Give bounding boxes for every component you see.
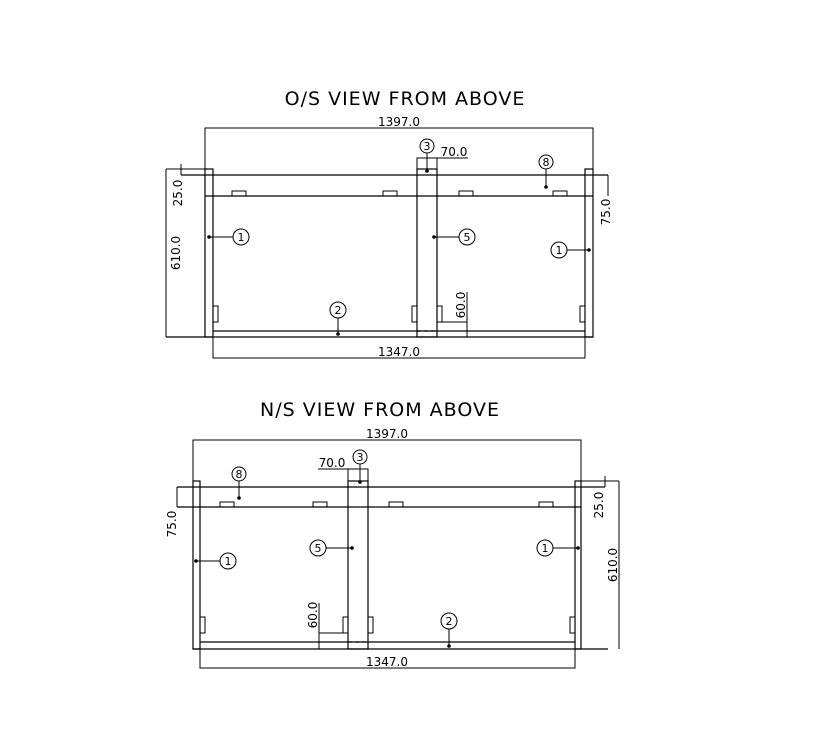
os-balloon-1-right: 1 xyxy=(550,241,591,259)
os-inner-dim-line xyxy=(212,337,586,359)
os-right-post xyxy=(584,168,594,338)
os-view-title: O/S VIEW FROM ABOVE xyxy=(285,88,526,110)
os-balloon-8: 8 xyxy=(538,154,554,189)
os-side-offset: 75.0 xyxy=(599,199,613,226)
os-left-post xyxy=(204,168,214,338)
svg-text:2: 2 xyxy=(335,304,342,317)
ns-side-offset: 75.0 xyxy=(165,511,179,538)
ns-view-title: N/S VIEW FROM ABOVE xyxy=(260,399,500,421)
svg-text:8: 8 xyxy=(236,468,243,481)
os-bottom-offset: 60.0 xyxy=(454,292,468,319)
os-balloon-5: 5 xyxy=(432,228,476,246)
ns-clip xyxy=(538,501,554,508)
ns-left-post xyxy=(192,480,201,650)
ns-balloon-5: 5 xyxy=(309,539,354,557)
ns-clip xyxy=(312,501,328,508)
os-tab xyxy=(579,305,586,323)
ns-clip xyxy=(219,501,235,508)
ns-middle-post xyxy=(347,480,369,650)
ns-tab xyxy=(199,616,206,634)
svg-text:1: 1 xyxy=(238,231,245,244)
os-clip xyxy=(458,190,474,197)
svg-text:1: 1 xyxy=(225,555,232,568)
os-depth: 610.0 xyxy=(169,236,183,270)
os-overall-length: 1397.0 xyxy=(378,115,420,129)
os-balloon-3: 3 xyxy=(419,138,435,173)
svg-text:3: 3 xyxy=(357,451,364,464)
os-balloon-1-left: 1 xyxy=(207,228,250,246)
os-top-offset: 25.0 xyxy=(171,180,185,207)
ns-right-post xyxy=(574,480,582,650)
svg-text:1: 1 xyxy=(542,542,549,555)
ns-clip xyxy=(388,501,404,508)
ns-overall-dim-line xyxy=(192,439,582,481)
ns-tab xyxy=(569,616,576,634)
os-view: O/S VIEW FROM ABOVE 1397.0 xyxy=(165,88,613,359)
ns-balloon-2: 2 xyxy=(440,612,458,648)
ns-balloon-1-left: 1 xyxy=(194,552,237,570)
ns-tab xyxy=(342,616,349,634)
ns-inner-dim-line xyxy=(199,649,576,669)
ns-balloon-3: 3 xyxy=(352,449,368,484)
ns-inner-length: 1347.0 xyxy=(366,655,408,669)
ns-bottom-offset: 60.0 xyxy=(306,602,320,629)
os-clip xyxy=(382,190,398,197)
ns-top-offset: 25.0 xyxy=(592,492,606,519)
os-tab xyxy=(212,305,219,323)
os-clip xyxy=(231,190,247,197)
svg-text:5: 5 xyxy=(464,231,471,244)
svg-text:1: 1 xyxy=(556,244,563,257)
ns-balloon-1-right: 1 xyxy=(536,539,580,557)
ns-middle-post-cap xyxy=(347,468,369,482)
os-tab xyxy=(436,305,443,323)
ns-balloon-8: 8 xyxy=(231,466,247,500)
os-tab xyxy=(411,305,418,323)
os-inner-length: 1347.0 xyxy=(378,345,420,359)
ns-overall-length: 1397.0 xyxy=(366,427,408,441)
os-balloon-2: 2 xyxy=(329,301,347,336)
svg-text:8: 8 xyxy=(543,156,550,169)
ns-depth: 610.0 xyxy=(606,548,620,582)
svg-text:3: 3 xyxy=(424,140,431,153)
ns-post-width: 70.0 xyxy=(319,456,346,470)
os-clip xyxy=(552,190,568,197)
os-bottom-block xyxy=(436,321,468,338)
ns-tab xyxy=(367,616,374,634)
svg-text:5: 5 xyxy=(315,542,322,555)
os-overall-dim-line xyxy=(204,127,594,171)
os-post-width: 70.0 xyxy=(441,145,468,159)
os-middle-post xyxy=(416,168,438,338)
svg-text:2: 2 xyxy=(446,615,453,628)
ns-view: N/S VIEW FROM ABOVE 1397.0 75.0 610 xyxy=(165,399,620,669)
